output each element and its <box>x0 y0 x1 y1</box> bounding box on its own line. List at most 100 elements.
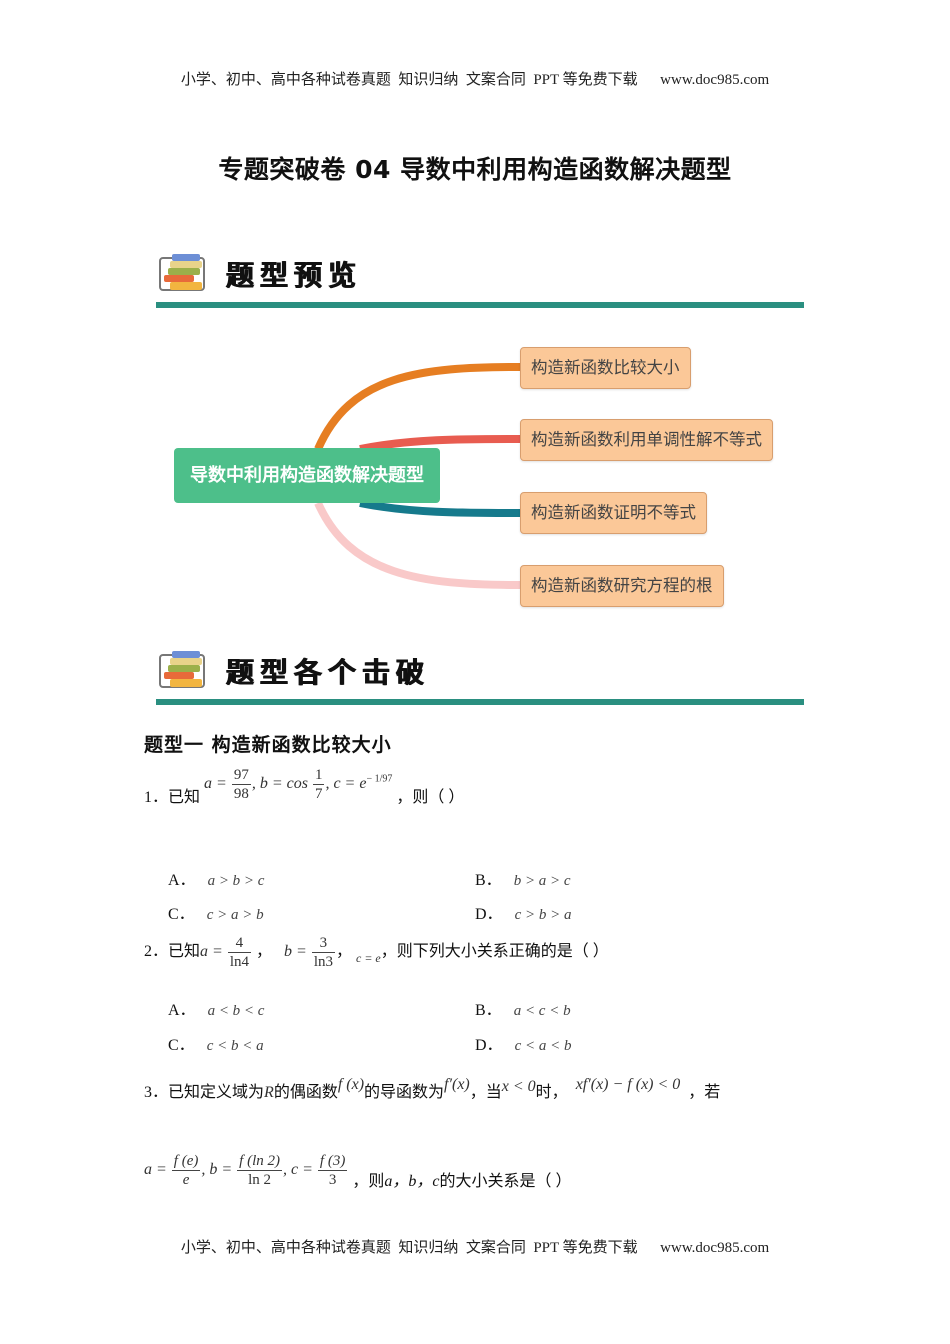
math-expr: , c = <box>283 1161 313 1179</box>
question-text: ，则（ ） <box>396 789 465 807</box>
question-text: ，则下列大小关系正确的是（ ） <box>380 943 609 961</box>
math-expr: , b = <box>201 1161 233 1179</box>
option-2b[interactable]: B． a < c < b <box>475 996 571 1020</box>
page-header: 小学、初中、高中各种试卷真题 知识归纳 文案合同 PPT 等免费下载 www.d… <box>180 72 770 88</box>
option-expr: a > b > c <box>207 873 265 889</box>
question-number: 3． <box>144 1084 169 1101</box>
denominator: ln3 <box>313 954 333 970</box>
option-2a[interactable]: A． a < b < c <box>168 996 264 1020</box>
option-letter: C． <box>168 1037 195 1054</box>
question-text: 的偶函数 <box>273 1084 338 1101</box>
numerator: f (3) <box>317 1153 348 1171</box>
separator: ， <box>335 943 352 961</box>
option-1a[interactable]: A． a > b > c <box>168 866 264 890</box>
question-text: 已知定义域为 <box>168 1084 265 1101</box>
numerator: 3 <box>311 934 335 953</box>
option-letter: D． <box>475 906 503 923</box>
denominator: e <box>182 1172 190 1188</box>
mindmap-leaf-equation-roots: 构造新函数研究方程的根 <box>520 565 724 607</box>
fraction: f (ln 2)ln 2 <box>237 1152 282 1189</box>
option-expr: b > a > c <box>513 873 571 889</box>
question-number: 2． <box>144 943 169 961</box>
separator: ， <box>252 943 273 961</box>
option-expr: a < b < c <box>207 1003 265 1019</box>
numerator: 1 <box>312 767 325 785</box>
mindmap-root-node: 导数中利用构造函数解决题型 <box>174 448 440 503</box>
option-letter: B． <box>475 872 502 889</box>
option-letter: C． <box>168 906 195 923</box>
option-expr: c < b < a <box>206 1038 264 1054</box>
option-expr: c > a > b <box>206 907 264 923</box>
question-text: 的导函数为 <box>364 1084 445 1101</box>
question-text: 时， <box>535 1084 568 1101</box>
document-title: 专题突破卷 04 导数中利用构造函数解决题型 <box>218 155 732 184</box>
math-expr: c = e <box>356 951 381 966</box>
math-expr: a = <box>204 775 227 793</box>
page-footer: 小学、初中、高中各种试卷真题 知识归纳 文案合同 PPT 等免费下载 www.d… <box>180 1240 770 1256</box>
section-title-breakdown: 题型各个击破 <box>226 656 431 689</box>
section-banner-overview: 题型预览 <box>156 248 804 308</box>
math-expr: a = <box>144 1161 167 1179</box>
math-expr: f′(x) <box>444 1076 470 1093</box>
mindmap-leaf-inequality-solve: 构造新函数利用单调性解不等式 <box>520 419 773 461</box>
option-1d[interactable]: D． c > b > a <box>475 900 571 924</box>
question-text: 的大小关系是（ ） <box>439 1173 572 1191</box>
numerator: f (ln 2) <box>237 1153 282 1171</box>
mindmap-leaf-compare: 构造新函数比较大小 <box>520 347 691 389</box>
fraction: f (e)e <box>171 1152 201 1189</box>
denominator: ln4 <box>229 954 249 970</box>
fraction: f (3)3 <box>317 1152 348 1189</box>
option-1b[interactable]: B． b > a > c <box>475 866 571 890</box>
math-expr: b = <box>284 943 307 961</box>
denominator: 3 <box>328 1172 337 1188</box>
section-banner-breakdown: 题型各个击破 <box>156 645 804 705</box>
option-expr: c < a < b <box>514 1038 572 1054</box>
option-letter: A． <box>168 872 196 889</box>
math-expr: x < 0 <box>501 1078 536 1095</box>
question-text: ，若 <box>688 1084 721 1101</box>
option-1c[interactable]: C． c > a > b <box>168 900 264 924</box>
section-title-overview: 题型预览 <box>226 259 363 292</box>
math-expr: a，b，c <box>384 1173 440 1191</box>
option-expr: a < c < b <box>513 1003 571 1019</box>
option-2c[interactable]: C． c < b < a <box>168 1031 264 1055</box>
question-3-continued: a = f (e)e, b = f (ln 2)ln 2, c = f (3)3… <box>144 1152 572 1191</box>
question-number: 1． <box>144 789 169 807</box>
question-text: 已知 <box>168 789 201 807</box>
math-expr: a = <box>200 943 223 961</box>
mindmap-branches <box>314 363 521 589</box>
math-expr: R <box>264 1084 274 1101</box>
books-icon <box>159 651 205 688</box>
books-icon <box>159 254 205 291</box>
option-expr: c > b > a <box>514 907 572 923</box>
math-expr: xf′(x) − f (x) < 0 <box>575 1076 681 1093</box>
denominator: 98 <box>233 786 249 802</box>
math-expr: f (x) <box>337 1076 365 1093</box>
math-expr: , b = cos <box>251 775 308 793</box>
numerator: f (e) <box>171 1153 201 1171</box>
denominator: ln 2 <box>248 1172 272 1188</box>
option-letter: B． <box>475 1002 502 1019</box>
section-divider <box>156 699 804 705</box>
mindmap: 导数中利用构造函数解决题型 构造新函数比较大小 构造新函数利用单调性解不等式 构… <box>160 335 800 615</box>
denominator: 7 <box>314 786 323 802</box>
question-3: 3．已知定义域为R的偶函数f (x)的导函数为f′(x)，当x < 0时， xf… <box>144 1076 721 1102</box>
exponent: − 1/97 <box>366 773 393 785</box>
numerator: 4 <box>227 934 251 953</box>
question-text: ，则 <box>352 1173 385 1191</box>
question-text: 已知 <box>168 943 201 961</box>
option-2d[interactable]: D． c < a < b <box>475 1031 571 1055</box>
type-heading: 题型一 构造新函数比较大小 <box>144 734 392 756</box>
option-letter: D． <box>475 1037 503 1054</box>
mindmap-leaf-inequality-prove: 构造新函数证明不等式 <box>520 492 707 534</box>
math-expr: , c = e <box>325 775 367 793</box>
option-letter: A． <box>168 1002 196 1019</box>
section-divider <box>156 302 804 308</box>
question-text: ，当 <box>469 1084 502 1101</box>
